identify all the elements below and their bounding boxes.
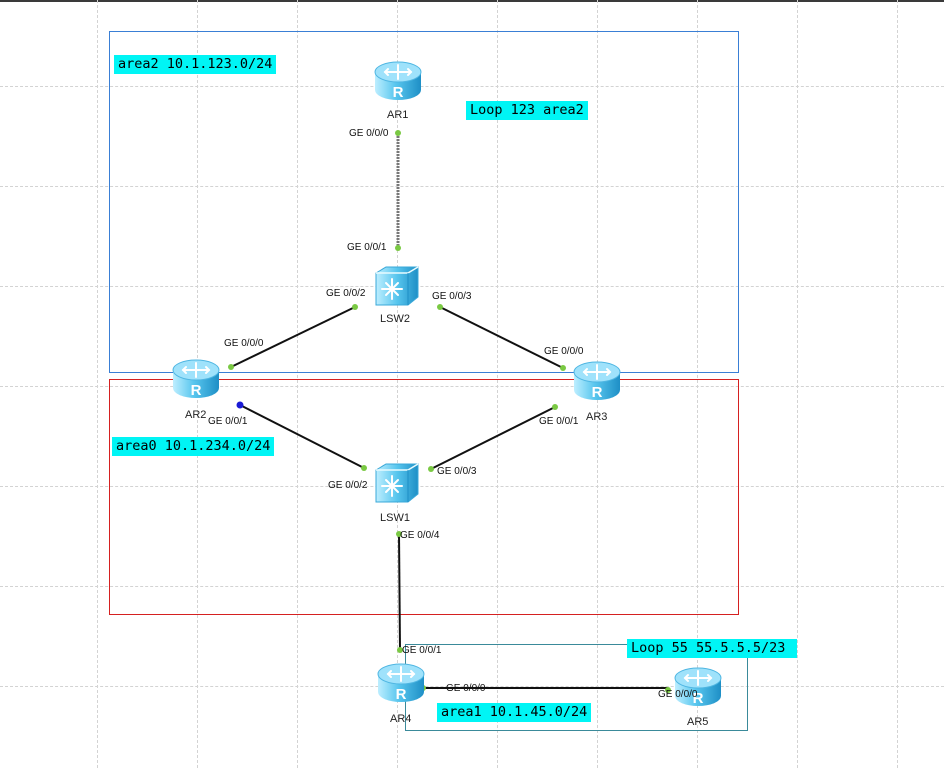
device-label-ar5: AR5	[687, 716, 709, 728]
svg-text:R: R	[693, 690, 704, 707]
device-label-ar3: AR3	[586, 411, 608, 423]
port-dot[interactable]	[552, 404, 558, 410]
port-label-ar4-g000: GE 0/0/0	[446, 683, 486, 694]
link-lsw2-ar2[interactable]	[230, 306, 356, 368]
loop55-label[interactable]: Loop 55 55.5.5.5/23	[627, 639, 798, 658]
device-label-lsw1: LSW1	[380, 512, 410, 524]
router-ar3[interactable]: R	[572, 360, 622, 404]
grid-line	[0, 86, 944, 88]
port-label-ar3-g000: GE 0/0/0	[544, 346, 584, 357]
router-ar5[interactable]: R	[673, 666, 723, 710]
grid-line	[397, 0, 399, 768]
svg-text:R: R	[191, 382, 202, 399]
link-ar2-lsw1[interactable]	[239, 404, 365, 469]
grid-line	[697, 0, 699, 768]
link-lsw2-ar3[interactable]	[439, 306, 564, 369]
switch-icon	[375, 463, 419, 503]
loop123-label[interactable]: Loop 123 area2	[466, 101, 588, 120]
router-ar2[interactable]: R	[171, 358, 221, 402]
router-ar4[interactable]: R	[376, 662, 426, 706]
area0-box[interactable]	[109, 379, 739, 615]
port-dot[interactable]	[361, 465, 367, 471]
port-dot[interactable]	[395, 245, 401, 251]
port-label-lsw1-g004: GE 0/0/4	[400, 530, 440, 541]
port-label-ar4-g001: GE 0/0/1	[402, 645, 442, 656]
grid-line	[0, 186, 944, 188]
link-ar3-lsw1[interactable]	[430, 406, 556, 470]
switch-lsw1[interactable]	[374, 462, 420, 504]
router-icon: R	[674, 667, 722, 707]
area0-label[interactable]: area0 10.1.234.0/24	[112, 437, 275, 456]
switch-icon	[375, 266, 419, 306]
link-lsw1-ar4[interactable]	[398, 533, 401, 651]
switch-lsw2[interactable]	[374, 265, 420, 307]
grid-line	[297, 0, 299, 768]
port-dot[interactable]	[428, 466, 434, 472]
port-label-ar3-g001: GE 0/0/1	[539, 416, 579, 427]
port-label-lsw2-g002: GE 0/0/2	[326, 288, 366, 299]
device-label-ar2: AR2	[185, 409, 207, 421]
port-label-lsw2-g003: GE 0/0/3	[432, 291, 472, 302]
grid-line	[497, 0, 499, 768]
grid-line	[0, 586, 944, 588]
window-top-border	[0, 0, 944, 2]
router-icon: R	[573, 361, 621, 401]
port-label-ar2-g001: GE 0/0/1	[208, 416, 248, 427]
grid-line	[97, 0, 99, 768]
svg-text:R: R	[592, 384, 603, 401]
port-label-ar5-g000: GE 0/0/0	[658, 689, 698, 700]
router-ar1[interactable]: R	[373, 60, 423, 104]
port-dot[interactable]	[437, 304, 443, 310]
grid-line	[0, 386, 944, 388]
port-label-lsw1-g003: GE 0/0/3	[437, 466, 477, 477]
grid-line	[0, 486, 944, 488]
port-label-ar2-g000: GE 0/0/0	[224, 338, 264, 349]
grid-line	[0, 686, 944, 688]
grid-line	[897, 0, 899, 768]
port-dot[interactable]	[228, 364, 234, 370]
port-label-lsw2-g001: GE 0/0/1	[347, 242, 387, 253]
port-label-lsw1-g002: GE 0/0/2	[328, 480, 368, 491]
port-dot-blue[interactable]	[236, 401, 244, 409]
router-icon: R	[374, 61, 422, 101]
grid-line	[797, 0, 799, 768]
device-label-lsw2: LSW2	[380, 313, 410, 325]
area2-box[interactable]	[109, 31, 739, 373]
router-icon: R	[172, 359, 220, 399]
port-dot[interactable]	[395, 130, 401, 136]
port-dot[interactable]	[397, 647, 403, 653]
port-dot[interactable]	[665, 687, 671, 693]
svg-text:R: R	[393, 84, 404, 101]
area2-label[interactable]: area2 10.1.123.0/24	[114, 55, 277, 74]
port-label-ar1-g000: GE 0/0/0	[349, 128, 389, 139]
grid-line	[0, 286, 944, 288]
port-dot[interactable]	[560, 365, 566, 371]
device-label-ar1: AR1	[387, 109, 409, 121]
device-label-ar4: AR4	[390, 713, 412, 725]
svg-text:R: R	[396, 686, 407, 703]
area1-label[interactable]: area1 10.1.45.0/24	[437, 703, 592, 722]
port-dot[interactable]	[396, 531, 402, 537]
port-dot[interactable]	[352, 304, 358, 310]
router-icon: R	[377, 663, 425, 703]
